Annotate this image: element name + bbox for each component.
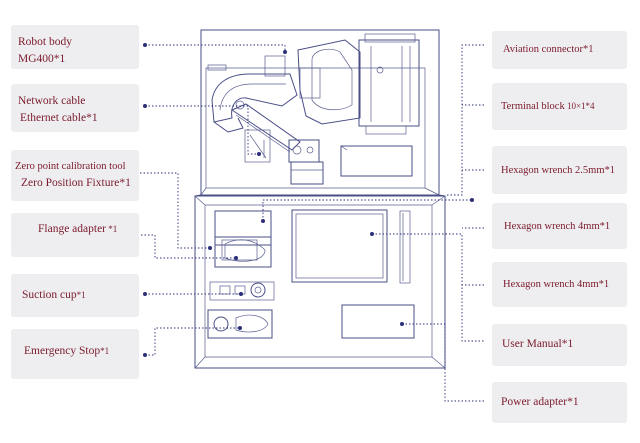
label-flange-adapter: Flange adapter *1 — [11, 213, 139, 257]
robot-body-line1: Robot body — [18, 36, 72, 48]
robot-arm-sketch — [211, 33, 420, 185]
label-power-adapter: Power adapter*1 — [492, 382, 627, 423]
label-suction-cup: Suction cup*1 — [11, 274, 139, 317]
label-hex-wrench-2-5: Hexagon wrench 2.5mm*1 — [492, 146, 627, 194]
zero-point-line2: Zero Position Fixture*1 — [21, 177, 131, 189]
label-aviation-connector: Aviation connector*1 — [492, 31, 627, 69]
user-manual-text: User Manual*1 — [502, 338, 574, 350]
label-terminal-block: Terminal block 10×1*4 — [492, 83, 627, 130]
label-network-cable: Network cable Ethernet cable*1 — [11, 84, 139, 132]
hex-wrench-4a-text: Hexagon wrench 4mm*1 — [504, 221, 611, 232]
label-emergency-stop: Emergency Stop*1 — [11, 329, 139, 379]
suction-cup-qty: *1 — [76, 290, 86, 300]
label-user-manual: User Manual*1 — [492, 324, 627, 366]
flange-adapter-text: Flange adapter — [38, 223, 107, 235]
terminal-block-qty: 10×1*4 — [564, 101, 595, 111]
emergency-stop-qty: *1 — [100, 346, 110, 356]
label-hex-wrench-4mm-a: Hexagon wrench 4mm*1 — [492, 203, 627, 249]
network-cable-line2: Ethernet cable*1 — [20, 112, 98, 124]
power-adapter-text: Power adapter*1 — [501, 396, 579, 408]
leader-lines-left — [140, 43, 474, 357]
flange-adapter-qty: *1 — [106, 224, 118, 234]
terminal-block-text: Terminal block — [501, 101, 565, 112]
zero-point-line1: Zero point calibration tool — [15, 161, 126, 172]
leader-lines-right — [370, 44, 484, 402]
label-zero-point: Zero point calibration tool Zero Positio… — [11, 150, 139, 201]
robot-body-line2: MG400*1 — [18, 53, 66, 65]
packaging-box — [194, 29, 446, 369]
network-cable-line1: Network cable — [18, 95, 86, 107]
hex-wrench-4b-text: Hexagon wrench 4mm*1 — [503, 279, 610, 290]
label-robot-body: Robot body MG400*1 — [11, 25, 139, 69]
lower-tray-items — [207, 209, 415, 339]
emergency-stop-text: Emergency Stop — [24, 345, 101, 357]
label-hex-wrench-4mm-b: Hexagon wrench 4mm*1 — [492, 262, 627, 307]
aviation-connector-text: Aviation connector*1 — [503, 44, 594, 55]
hex-wrench-2-5-text: Hexagon wrench 2.5mm*1 — [501, 165, 616, 176]
suction-cup-text: Suction cup — [22, 289, 77, 301]
